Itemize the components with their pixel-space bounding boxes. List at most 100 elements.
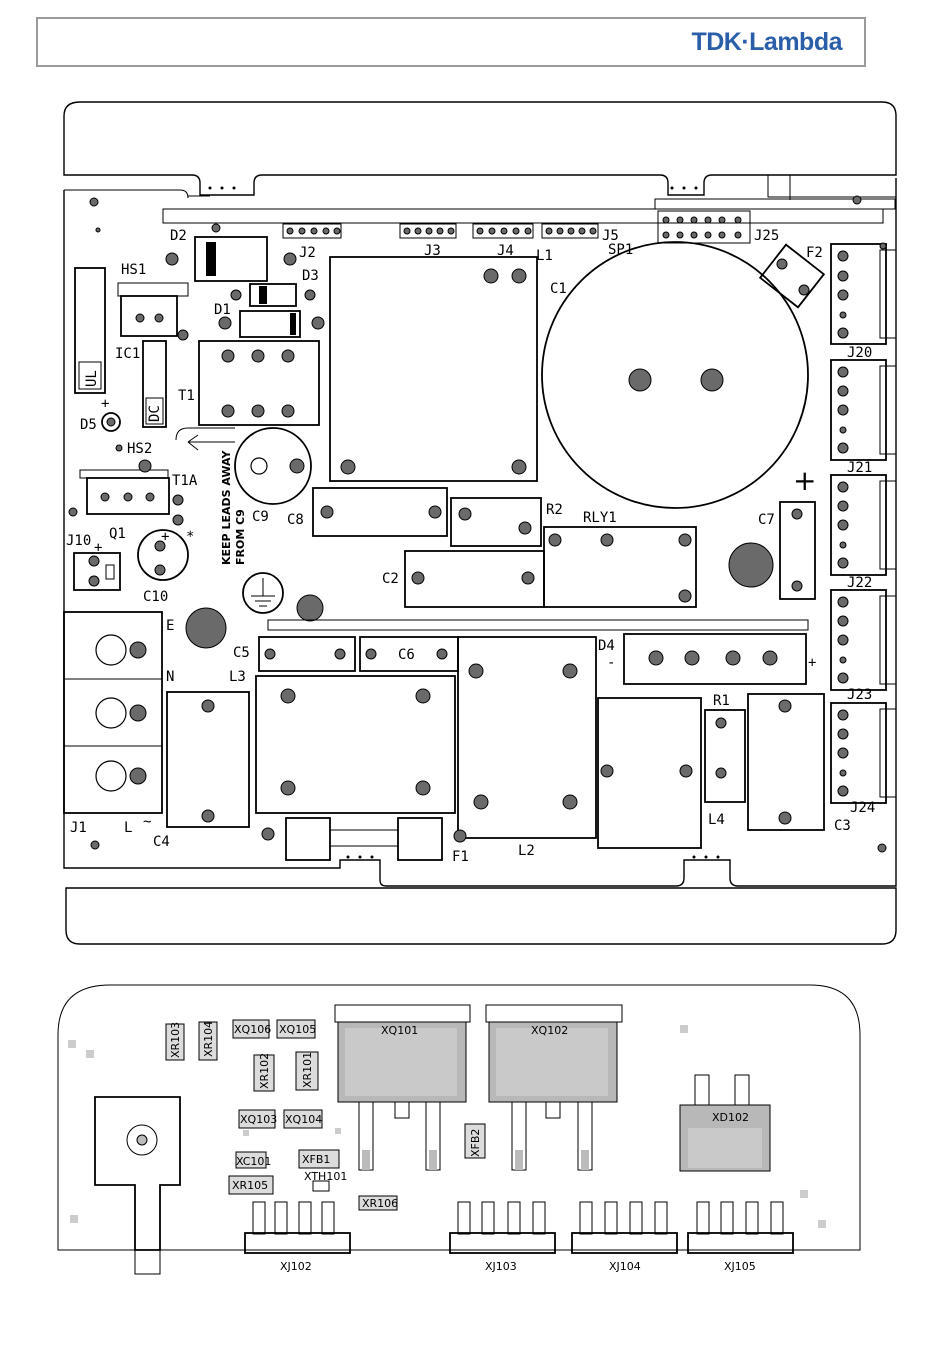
transformer-main xyxy=(329,256,538,482)
resistor-r1 xyxy=(704,709,746,803)
label-c3: C3 xyxy=(834,818,851,834)
label-d3: D3 xyxy=(302,268,319,284)
bus-bar xyxy=(267,619,809,631)
inductor-l2 xyxy=(457,636,597,839)
terminal-block-j1 xyxy=(63,611,163,814)
label-f2: F2 xyxy=(806,245,823,261)
bridge-d4 xyxy=(623,633,807,685)
label-xq106: XQ106 xyxy=(234,1023,271,1036)
label-j1: J1 xyxy=(70,820,87,836)
label-n: N xyxy=(166,669,174,685)
mounting-pad-1 xyxy=(185,607,227,649)
top-board-labels: D2 J2 J3 J4 L1 J5 SP1 J25 F2 HS1 D3 D1 C… xyxy=(66,228,875,865)
header-j5 xyxy=(541,223,599,239)
label-plus-c7: + xyxy=(793,464,816,497)
label-j2: J2 xyxy=(299,245,316,261)
label-tilde: ~ xyxy=(143,814,151,830)
label-plus-j10: + xyxy=(94,540,102,556)
connector-j23 xyxy=(830,589,897,691)
label-xr105: XR105 xyxy=(232,1179,268,1192)
label-l1: L1 xyxy=(536,248,553,264)
fuse-f1 xyxy=(261,817,467,861)
label-xr104: XR104 xyxy=(202,1021,215,1057)
relay-rly1 xyxy=(543,526,697,608)
inductor-l3 xyxy=(255,675,456,814)
label-j3: J3 xyxy=(424,243,441,259)
capacitor-c2 xyxy=(404,550,545,608)
label-xth101: XTH101 xyxy=(304,1170,347,1183)
tdk-lambda-logo: TDK·Lambda xyxy=(691,28,842,56)
label-plus-c10: + xyxy=(161,529,169,545)
label-j21: J21 xyxy=(847,460,872,476)
capacitor-c8 xyxy=(312,487,448,537)
resistor-r2 xyxy=(450,497,542,547)
inductor-l4 xyxy=(597,697,702,849)
top-board-outline xyxy=(63,101,897,945)
label-xfb1: XFB1 xyxy=(302,1153,330,1166)
label-plus-d4: + xyxy=(808,655,816,671)
label-j5: J5 xyxy=(602,228,619,244)
header-j2 xyxy=(282,223,342,239)
label-c1: C1 xyxy=(550,281,567,297)
label-xj104: XJ104 xyxy=(609,1260,641,1273)
top-rail xyxy=(162,208,884,224)
label-r2: R2 xyxy=(546,502,563,518)
diode-d2 xyxy=(165,236,297,282)
fuse-f2 xyxy=(758,243,826,309)
capacitor-c4 xyxy=(166,691,250,828)
bottom-vias xyxy=(68,1025,826,1228)
label-xq105: XQ105 xyxy=(279,1023,316,1036)
capacitor-c1 xyxy=(541,241,809,509)
label-c5: C5 xyxy=(233,645,250,661)
label-j22: J22 xyxy=(847,575,872,591)
label-r1: R1 xyxy=(713,693,730,709)
label-l4: L4 xyxy=(708,812,725,828)
label-xr102: XR102 xyxy=(258,1053,271,1089)
connector-j21 xyxy=(830,359,897,461)
ic-ic1 xyxy=(142,340,167,428)
label-xr106: XR106 xyxy=(362,1197,398,1210)
label-l3: L3 xyxy=(229,669,246,685)
label-xr101: XR101 xyxy=(301,1052,314,1088)
bottom-board-outline xyxy=(57,984,861,1275)
label-j20: J20 xyxy=(847,345,872,361)
header-bar: TDK·Lambda xyxy=(36,17,866,67)
connector-xj103 xyxy=(449,1201,556,1254)
label-q1: Q1 xyxy=(109,526,126,542)
label-xq102: XQ102 xyxy=(531,1024,568,1037)
label-e: E xyxy=(166,618,174,634)
label-hs1: HS1 xyxy=(121,262,146,278)
label-from-c9: FROM C9 xyxy=(234,509,247,565)
label-xr103: XR103 xyxy=(169,1022,182,1058)
label-t1: T1 xyxy=(178,388,195,404)
connector-j24 xyxy=(830,702,897,804)
label-xq103: XQ103 xyxy=(240,1113,277,1126)
label-d1: D1 xyxy=(214,302,231,318)
label-hs2: HS2 xyxy=(127,441,152,457)
label-f1: F1 xyxy=(452,849,469,865)
connector-xj102 xyxy=(244,1201,351,1254)
label-c10: C10 xyxy=(143,589,168,605)
label-c9: C9 xyxy=(252,509,269,525)
capacitor-c7 xyxy=(728,501,816,600)
connector-j22 xyxy=(830,474,897,576)
transistor-to220-left xyxy=(94,1096,181,1251)
label-j23: J23 xyxy=(847,687,872,703)
transistor-xq102 xyxy=(485,1004,623,1171)
header-j25 xyxy=(657,210,751,244)
label-j4: J4 xyxy=(497,243,514,259)
label-keep-leads-away: KEEP LEADS AWAY xyxy=(220,450,233,565)
label-d2: D2 xyxy=(170,228,187,244)
label-rly1: RLY1 xyxy=(583,510,617,526)
label-d4: D4 xyxy=(598,638,615,654)
label-j25: J25 xyxy=(754,228,779,244)
vias xyxy=(68,195,887,853)
bottom-board-labels: XR103 XR104 XQ106 XQ105 XQ101 XQ102 XR10… xyxy=(169,1021,756,1273)
diode-d1 xyxy=(218,310,325,338)
label-plus-d5: + xyxy=(101,396,109,412)
label-xq104: XQ104 xyxy=(285,1113,322,1126)
connector-xj105 xyxy=(687,1201,794,1254)
label-c8: C8 xyxy=(287,512,304,528)
capacitor-c5 xyxy=(258,636,356,672)
